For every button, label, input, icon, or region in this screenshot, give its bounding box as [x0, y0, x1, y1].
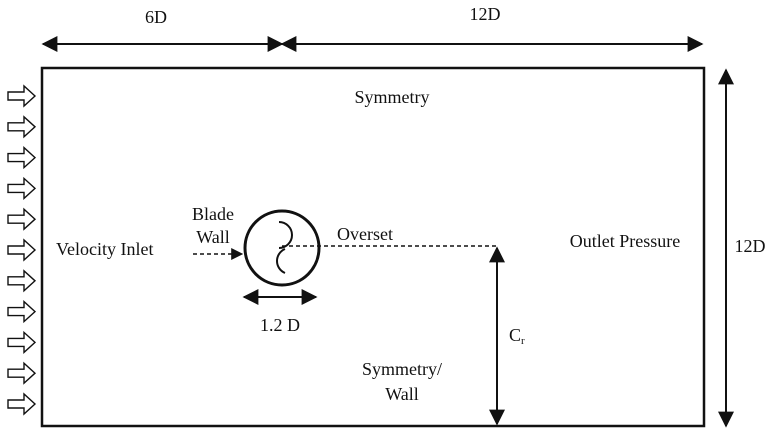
inflow-arrow-icon [7, 269, 37, 293]
blade-label-line2: Wall [196, 227, 230, 247]
domain-boundary [40, 66, 706, 428]
outlet-boundary-label: Outlet Pressure [570, 231, 680, 251]
inflow-arrows [7, 84, 37, 416]
inlet-boundary-label: Velocity Inlet [56, 239, 153, 259]
downstream-length-label: 12D [470, 4, 501, 24]
inflow-arrow-icon [7, 361, 37, 385]
inflow-arrow-icon [7, 84, 37, 108]
inflow-arrow-icon [7, 392, 37, 416]
top-boundary-label: Symmetry [355, 87, 430, 107]
inflow-arrow-icon [7, 176, 37, 200]
inflow-arrow-icon [7, 115, 37, 139]
inflow-arrow-icon [7, 238, 37, 262]
overset-label: Overset [337, 224, 393, 244]
upstream-length-label: 6D [145, 7, 167, 27]
rotor-blade-upper [278, 221, 293, 249]
bottom-boundary-label-line2: Wall [385, 384, 419, 404]
overset-region [243, 209, 321, 287]
blade-label-line1: Blade [192, 204, 234, 224]
clearance-label-main: C [509, 325, 521, 345]
bottom-boundary-label-line1: Symmetry/ [362, 359, 442, 379]
domain-height-label: 12D [735, 236, 766, 256]
clearance-label: Cr [509, 325, 525, 347]
clearance-label-subscript: r [521, 335, 525, 347]
rotor-blade-lower [276, 248, 286, 274]
inflow-arrow-icon [7, 146, 37, 170]
inflow-arrow-icon [7, 207, 37, 231]
inflow-arrow-icon [7, 300, 37, 324]
inflow-arrow-icon [7, 330, 37, 354]
overset-diameter-label: 1.2 D [260, 315, 300, 335]
